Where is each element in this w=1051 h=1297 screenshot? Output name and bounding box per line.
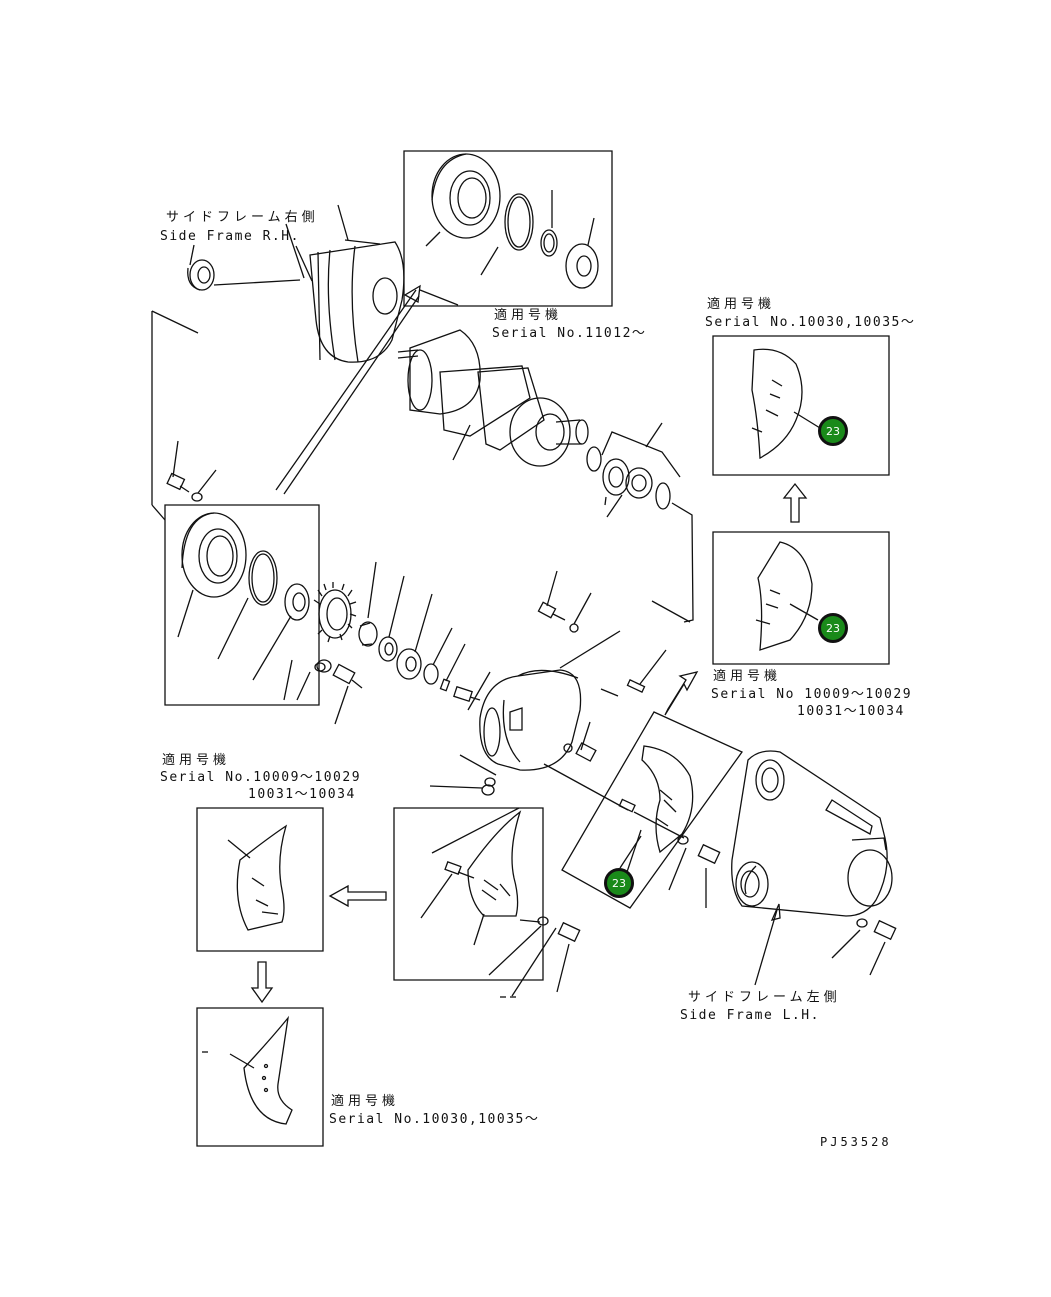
arrow-up <box>784 484 806 522</box>
guard-variant-box-lower-right <box>713 532 889 664</box>
arrow-down <box>252 962 272 1002</box>
guard-variant-box-upper-right <box>713 336 889 475</box>
serial-label-jp-left: 適用号機 <box>162 753 231 768</box>
guard-variant-box-left <box>197 808 323 951</box>
side-frame-lh-label-jp: サイドフレーム左側 <box>688 990 841 1005</box>
guard-variant-box-bottom <box>197 1008 323 1146</box>
serial-label-jp-bottom: 適用号機 <box>331 1094 400 1109</box>
left-seal-box <box>165 505 319 705</box>
side-frame-lh <box>732 751 896 985</box>
arrow-left <box>330 886 386 906</box>
serial-10030-label-right: Serial No.10030,10035～ <box>705 315 916 330</box>
serial-label-jp-lower-right: 適用号機 <box>713 669 782 684</box>
ref-marker-23-upper-right[interactable]: 23 <box>818 416 848 446</box>
serial-10009-label-right-2: 10031～10034 <box>797 704 905 719</box>
serial-11012-label: Serial No.11012～ <box>492 326 647 341</box>
serial-10009-label-right-1: Serial No 10009～10029 <box>711 687 913 702</box>
side-frame-rh-label-en: Side Frame R.H. <box>160 229 300 244</box>
bolt-group-upper-left <box>167 441 216 501</box>
serial-label-jp-upper-right: 適用号機 <box>707 297 776 312</box>
center-guard-box <box>562 712 742 908</box>
arrow-to-upper-right-box <box>665 672 697 715</box>
serial-10009-label-left-1: Serial No.10009～10029 <box>160 770 362 785</box>
hub-flange <box>398 330 588 466</box>
shaft-parts-row <box>284 562 465 724</box>
inset-box-top <box>404 151 612 306</box>
housing-cover <box>430 571 666 810</box>
lower-middle-box <box>394 808 580 997</box>
ref-marker-23-center[interactable]: 23 <box>604 868 634 898</box>
ref-marker-23-lower-right[interactable]: 23 <box>818 613 848 643</box>
side-frame-rh-label-jp: サイドフレーム右側 <box>166 210 319 225</box>
seal-ring-group <box>587 423 693 622</box>
serial-10009-label-left-2: 10031～10034 <box>248 787 356 802</box>
serial-10030-label-bottom: Serial No.10030,10035～ <box>329 1112 540 1127</box>
side-frame-lh-label-en: Side Frame L.H. <box>680 1008 820 1023</box>
drawing-number: PJ53528 <box>820 1135 892 1149</box>
serial-label-jp-top: 適用号機 <box>494 308 563 323</box>
